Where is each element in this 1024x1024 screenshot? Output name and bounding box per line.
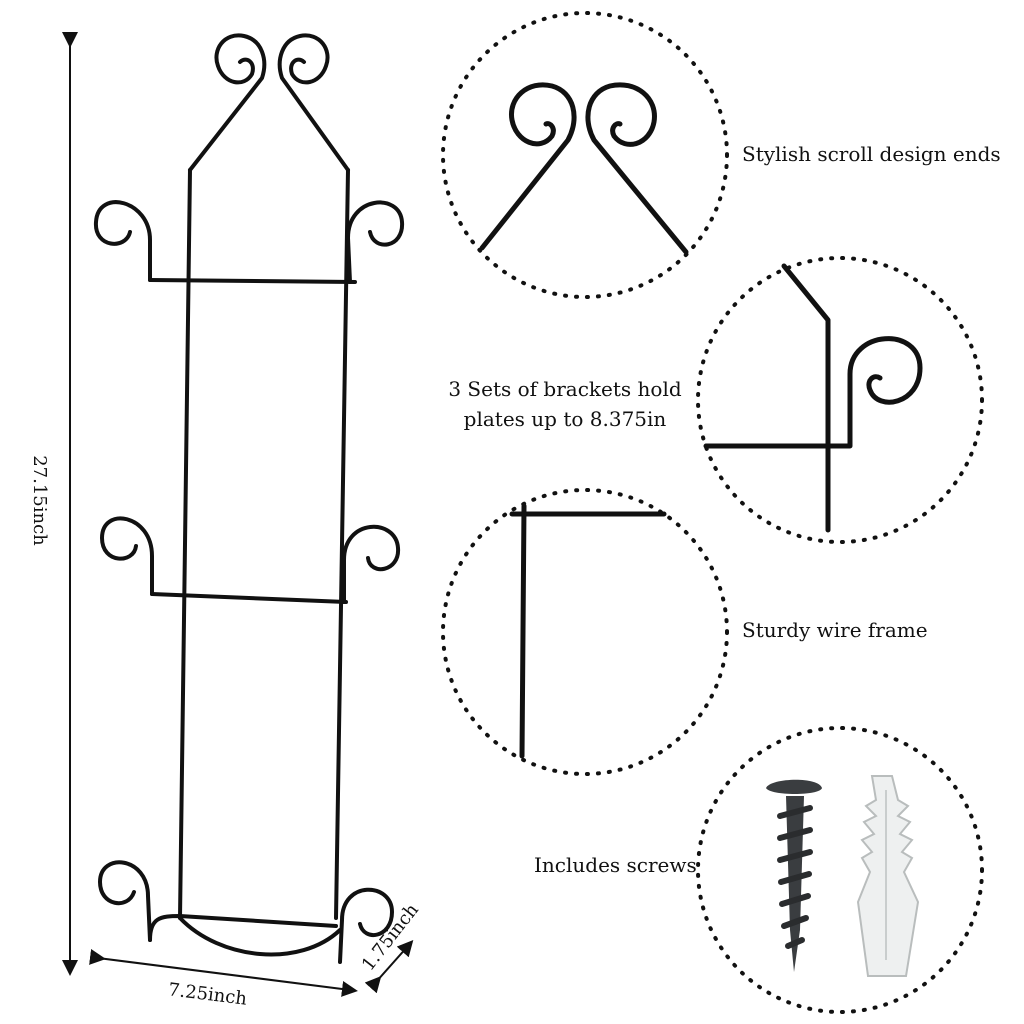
feature-caption-scroll: Stylish scroll design ends <box>742 142 1001 166</box>
wire-plate-rack <box>93 33 405 964</box>
detail-circle-bracket <box>696 256 984 544</box>
detail-circle-frame <box>441 488 729 776</box>
feature-caption-brackets-line-2: plates up to 8.375in <box>463 407 667 431</box>
bottom-right-bracket-scroll <box>338 887 394 964</box>
height-dimension-label: 27.15inch <box>28 455 50 546</box>
top-left-scroll <box>188 33 267 172</box>
feature-caption-brackets: 3 Sets of brackets hold plates up to 8.3… <box>440 374 690 434</box>
left-rail <box>178 168 192 920</box>
middle-right-bracket-scroll <box>342 524 401 604</box>
screw-icon <box>766 779 822 972</box>
middle-bracket-bar <box>150 592 348 604</box>
top-right-scroll <box>277 33 350 172</box>
feature-caption-brackets-line-1: 3 Sets of brackets hold <box>448 377 682 401</box>
bottom-left-bracket-scroll <box>98 860 152 942</box>
bottom-bracket-bar <box>148 914 338 942</box>
top-left-bracket-scroll <box>93 200 152 282</box>
detail-circle-scroll <box>441 11 729 299</box>
width-dimension-arrow <box>89 949 358 997</box>
depth-dimension-arrow <box>364 940 414 994</box>
top-right-bracket-scroll <box>346 200 405 284</box>
detail-circle-screws <box>696 726 984 1014</box>
feature-caption-frame: Sturdy wire frame <box>742 618 928 642</box>
right-rail <box>334 168 350 920</box>
top-bracket-bar <box>148 278 357 284</box>
feature-caption-screws: Includes screws <box>534 853 697 877</box>
middle-left-bracket-scroll <box>100 516 154 596</box>
wall-anchor-icon <box>856 775 920 977</box>
